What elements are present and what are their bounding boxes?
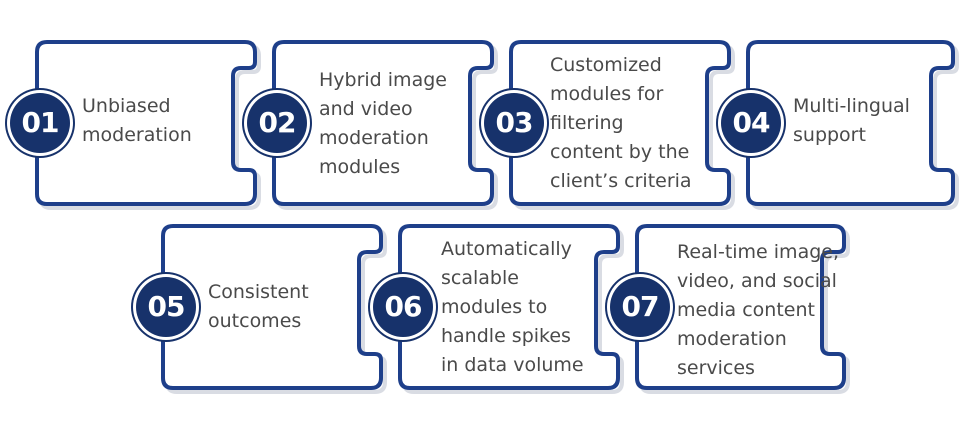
feature-card-02: 02 Hybrid image and video moderation mod… [247,40,498,210]
card-frame-outline [272,40,494,206]
feature-label: Hybrid image and video moderation module… [319,69,447,178]
card-frame-outline [635,224,846,390]
number-badge: 02 [247,93,307,153]
card-frame-outline [746,40,955,206]
feature-label: Unbiased moderation [82,95,192,146]
card-frame-outline [398,224,620,390]
number-badge: 01 [10,93,70,153]
number-badge: 04 [721,93,781,153]
feature-card-04: 04 Multi-lingual support [721,40,959,210]
card-frame [509,40,735,210]
feature-card-03: 03 Customized modules for filtering cont… [484,40,735,210]
number-badge: 03 [484,93,544,153]
feature-card-07: 07 Real-time image, video, and social me… [610,224,850,394]
card-frame [398,224,624,394]
feature-card-05: 05 Consistent outcomes [136,224,387,394]
feature-label: Customized modules for filtering content… [550,54,692,192]
card-frame [272,40,498,210]
card-frame [635,224,850,394]
feature-card-06: 06 Automatically scalable modules to han… [373,224,624,394]
card-frame [161,224,387,394]
card-frame [746,40,959,210]
feature-label: Multi-lingual support [793,95,910,146]
feature-label: Automatically scalable modules to handle… [441,238,584,376]
card-frame-outline [509,40,731,206]
number-badge: 07 [610,277,670,337]
number-badge: 06 [373,277,433,337]
card-frame [35,40,261,210]
feature-card-01: 01 Unbiased moderation [10,40,261,210]
card-frame-outline [161,224,383,390]
number-badge: 05 [136,277,196,337]
card-frame-outline [35,40,257,206]
feature-label: Real-time image, video, and social media… [677,241,840,379]
feature-label: Consistent outcomes [208,281,309,332]
